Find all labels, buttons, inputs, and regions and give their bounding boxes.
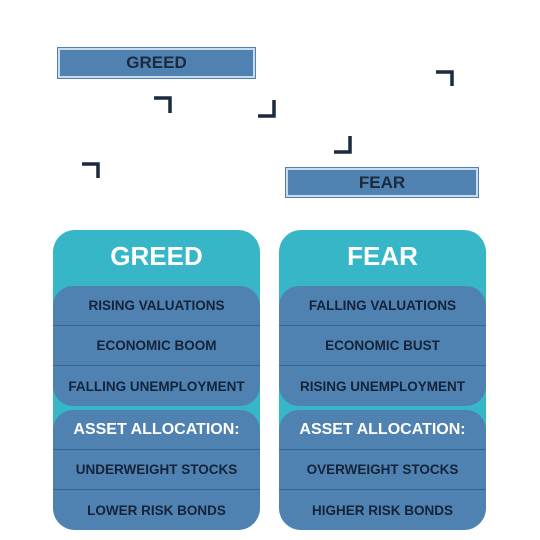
greed-condition-row: RISING VALUATIONS xyxy=(53,286,260,326)
greed-label-text: GREED xyxy=(126,53,187,72)
corner-bracket-icon xyxy=(152,95,174,117)
corner-bracket-icon xyxy=(256,98,278,120)
fear-allocation-row: HIGHER RISK BONDS xyxy=(311,502,453,518)
greed-allocation-heading: ASSET ALLOCATION: xyxy=(53,410,260,450)
greed-card: GREED RISING VALUATIONS ECONOMIC BOOM FA… xyxy=(53,230,260,530)
greed-condition-row: ECONOMIC BOOM xyxy=(53,326,260,366)
greed-card-title: GREED xyxy=(110,240,203,271)
greed-label-bar: GREED xyxy=(58,48,255,78)
corner-bracket-icon xyxy=(434,68,456,90)
greed-condition-row: FALLING UNEMPLOYMENT xyxy=(68,378,245,394)
corner-bracket-icon xyxy=(332,134,354,156)
greed-allocation-block: ASSET ALLOCATION: UNDERWEIGHT STOCKS LOW… xyxy=(53,410,260,530)
fear-allocation-row: OVERWEIGHT STOCKS xyxy=(279,450,486,490)
fear-conditions-block: FALLING VALUATIONS ECONOMIC BUST RISING … xyxy=(279,286,486,406)
fear-condition-row: RISING UNEMPLOYMENT xyxy=(299,378,465,394)
greed-allocation-row: UNDERWEIGHT STOCKS xyxy=(53,450,260,490)
fear-allocation-block: ASSET ALLOCATION: OVERWEIGHT STOCKS HIGH… xyxy=(279,410,486,530)
fear-allocation-heading: ASSET ALLOCATION: xyxy=(279,410,486,450)
fear-label-text: FEAR xyxy=(358,172,406,192)
fear-card: FEAR FALLING VALUATIONS ECONOMIC BUST RI… xyxy=(279,230,486,530)
greed-conditions-block: RISING VALUATIONS ECONOMIC BOOM FALLING … xyxy=(53,286,260,406)
fear-condition-row: FALLING VALUATIONS xyxy=(279,286,486,326)
corner-bracket-icon xyxy=(80,160,102,182)
greed-allocation-row: LOWER RISK BONDS xyxy=(87,502,226,518)
fear-card-title: FEAR xyxy=(347,240,418,271)
fear-label-bar: FEAR xyxy=(286,168,478,197)
fear-condition-row: ECONOMIC BUST xyxy=(279,326,486,366)
